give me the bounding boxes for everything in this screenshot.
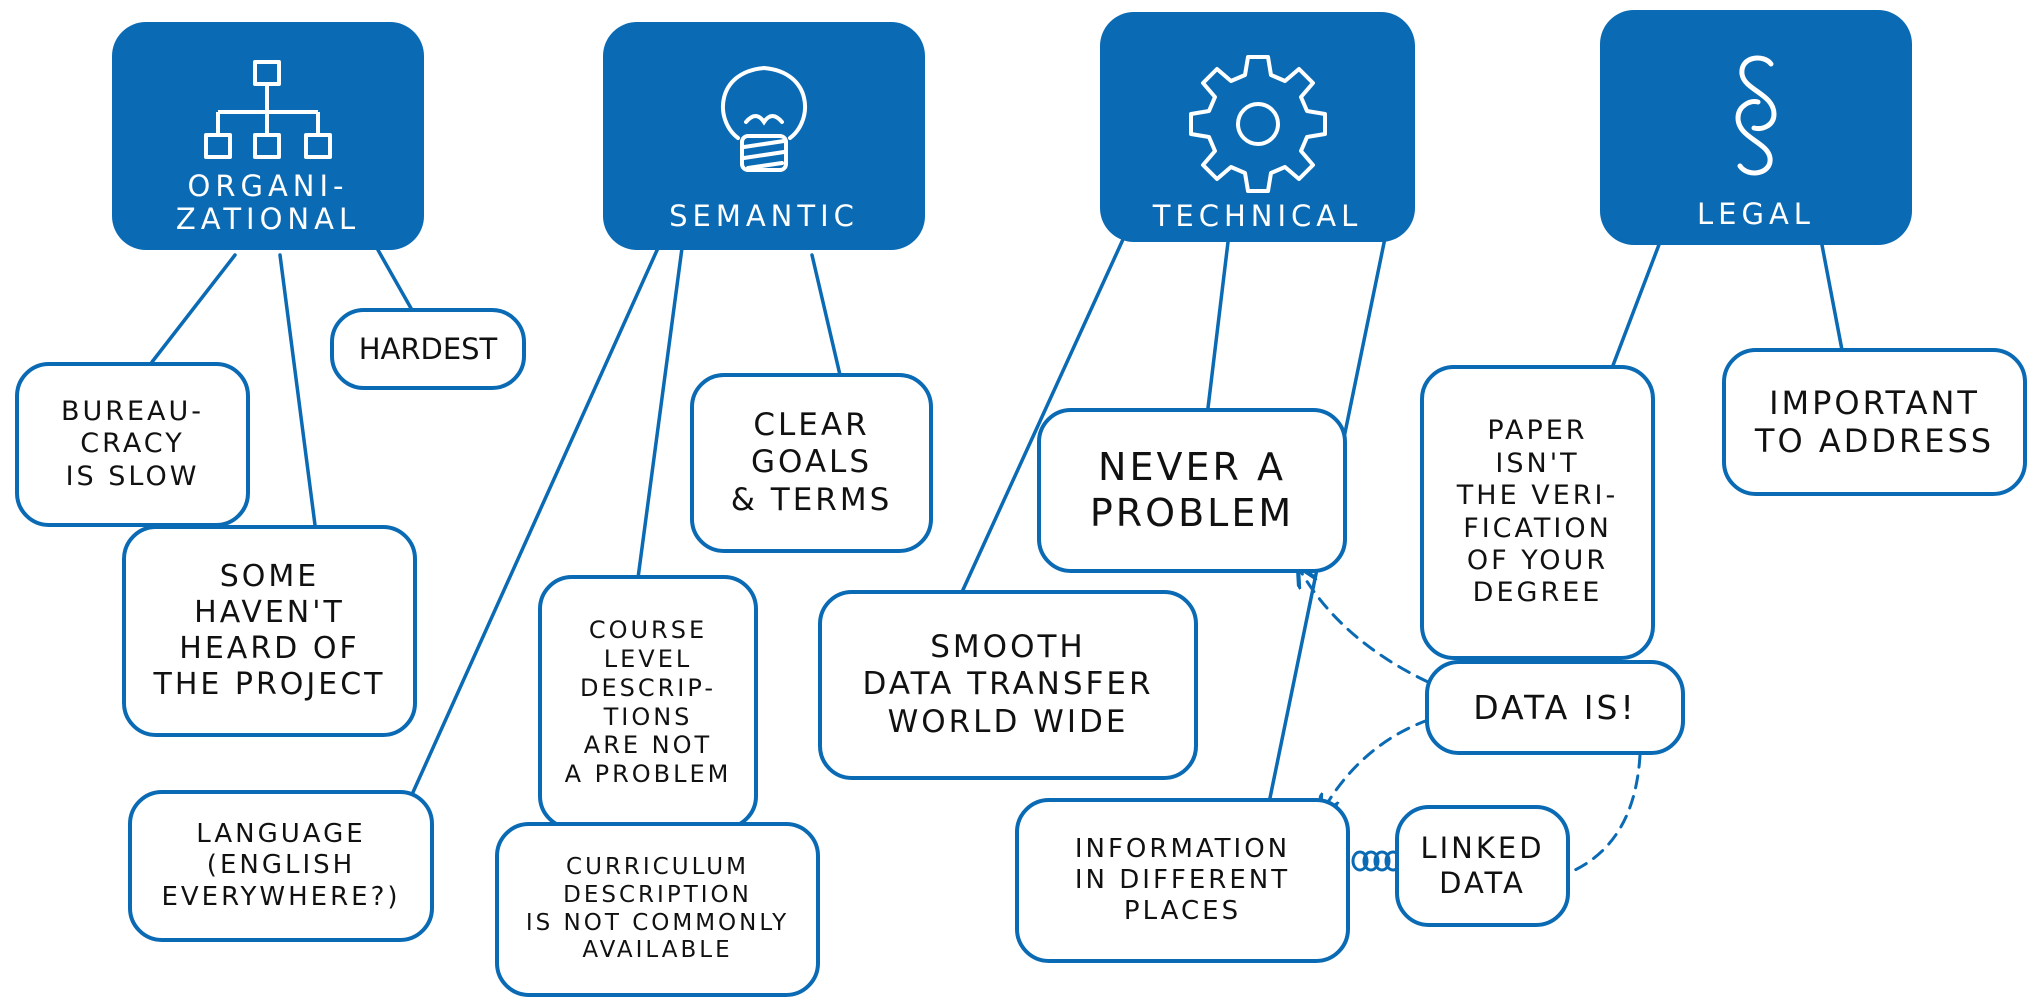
category-legal: LEGAL (1600, 10, 1912, 245)
link-legal-paper (1610, 240, 1662, 370)
link-technical-smooth (960, 233, 1127, 594)
note-never-problem: NEVER A PROBLEM (1037, 408, 1347, 573)
category-label: LEGAL (1697, 197, 1815, 231)
link-org-not-heard (278, 253, 317, 527)
note-hardest: HARDEST (330, 308, 526, 390)
category-semantic: SEMANTIC (603, 22, 925, 250)
category-label: ORGANI- ZATIONAL (175, 169, 361, 237)
category-technical: TECHNICAL (1100, 12, 1415, 242)
dashed-arrow-data-to-information (1322, 718, 1430, 812)
category-label: SEMANTIC (669, 199, 859, 233)
note-data-is: DATA IS! (1425, 660, 1685, 755)
category-organizational: ORGANI- ZATIONAL (112, 22, 424, 250)
note-paper: PAPER ISN'T THE VERI- FICATION OF YOUR D… (1420, 365, 1655, 660)
note-smooth: SMOOTH DATA TRANSFER WORLD WIDE (818, 590, 1198, 780)
link-legal-important (1820, 243, 1844, 352)
note-course-level: COURSE LEVEL DESCRIP- TIONS ARE NOT A PR… (538, 575, 758, 830)
section-sign-icon (1735, 55, 1777, 176)
link-semantic-goals (810, 253, 842, 377)
note-important: IMPORTANT TO ADDRESS (1722, 348, 2027, 496)
chain-link-icon (1351, 850, 1402, 872)
note-bureaucracy: BUREAU- CRACY IS SLOW (15, 362, 250, 527)
org-chart-icon (204, 60, 332, 159)
gear-icon (1188, 55, 1327, 193)
lightbulb-icon (720, 65, 808, 172)
note-clear-goals: CLEAR GOALS & TERMS (690, 373, 933, 553)
link-technical-never (1206, 240, 1230, 410)
dashed-arrow-data-to-never (1300, 570, 1430, 684)
link-semantic-course (636, 246, 684, 580)
link-org-hardest (376, 248, 414, 312)
note-information: INFORMATION IN DIFFERENT PLACES (1015, 798, 1350, 963)
note-curriculum: CURRICULUM DESCRIPTION IS NOT COMMONLY A… (495, 822, 820, 997)
note-linked-data: LINKED DATA (1395, 805, 1570, 927)
note-language: LANGUAGE (ENGLISH EVERYWHERE?) (128, 790, 434, 942)
dashed-arrow-data-to-linked (1573, 753, 1642, 872)
link-semantic-language (403, 246, 660, 812)
note-not-heard: SOME HAVEN'T HEARD OF THE PROJECT (122, 525, 417, 737)
category-label: TECHNICAL (1152, 199, 1363, 233)
link-org-bureaucracy (150, 253, 237, 364)
